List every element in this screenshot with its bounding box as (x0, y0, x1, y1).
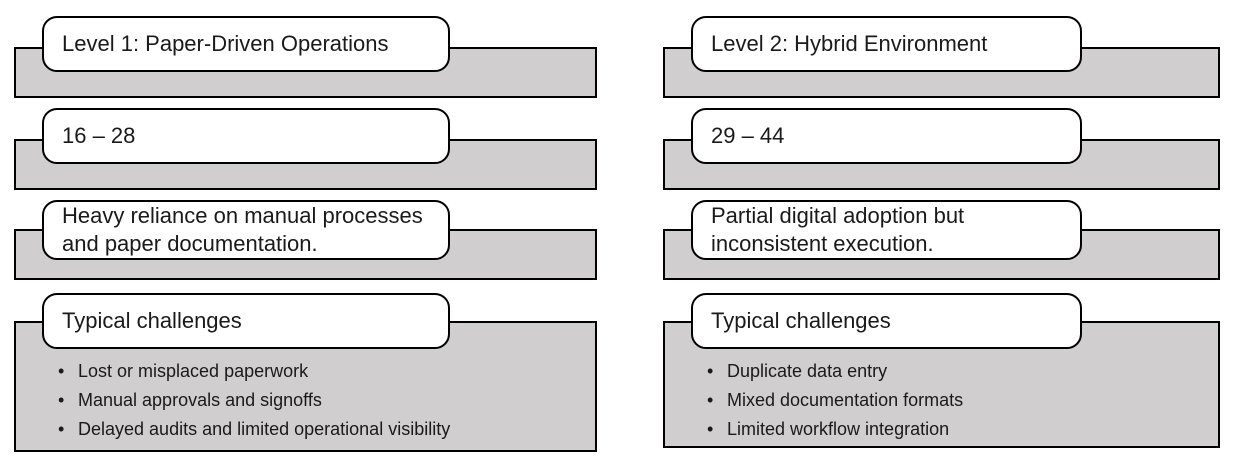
level-2-title-card: Level 2: Hybrid Environment (663, 16, 1220, 98)
bullet-icon: • (707, 390, 714, 410)
bullet-icon: • (58, 390, 65, 410)
challenge-text: Mixed documentation formats (727, 390, 964, 410)
level-2-range-card: 29 – 44 (663, 108, 1220, 190)
level-1-title-label: Level 1: Paper-Driven Operations (42, 16, 450, 72)
challenge-item: • Lost or misplaced paperwork (58, 357, 581, 386)
level-1-range-card: 16 – 28 (14, 108, 597, 190)
challenge-item: • Duplicate data entry (707, 357, 1204, 386)
challenge-item: • Manual approvals and signoffs (58, 386, 581, 415)
bullet-icon: • (707, 419, 714, 439)
level-2-challenges-list: • Duplicate data entry • Mixed documenta… (707, 357, 1204, 444)
level-1-description-label: Heavy reliance on manual processes and p… (42, 200, 450, 260)
level-2-score-range-label: 29 – 44 (691, 108, 1082, 164)
level-2-title-label: Level 2: Hybrid Environment (691, 16, 1082, 72)
level-1-description-card: Heavy reliance on manual processes and p… (14, 200, 597, 280)
level-1-challenges-list: • Lost or misplaced paperwork • Manual a… (58, 357, 581, 444)
level-2-description-label: Partial digital adoption but inconsisten… (691, 200, 1082, 260)
challenge-item: • Mixed documentation formats (707, 386, 1204, 415)
bullet-icon: • (707, 361, 714, 381)
challenge-text: Delayed audits and limited operational v… (78, 419, 451, 439)
level-1-challenges-card: Typical challenges • Lost or misplaced p… (14, 293, 597, 452)
challenge-text: Lost or misplaced paperwork (78, 361, 309, 381)
challenge-text: Duplicate data entry (727, 361, 888, 381)
level-2-challenges-card: Typical challenges • Duplicate data entr… (663, 293, 1220, 448)
challenge-item: • Delayed audits and limited operational… (58, 415, 581, 444)
level-1-score-range-label: 16 – 28 (42, 108, 450, 164)
challenge-item: • Limited workflow integration (707, 415, 1204, 444)
level-1-challenges-title-label: Typical challenges (42, 293, 450, 349)
bullet-icon: • (58, 419, 65, 439)
bullet-icon: • (58, 361, 65, 381)
level-1-title-card: Level 1: Paper-Driven Operations (14, 16, 597, 98)
challenge-text: Limited workflow integration (727, 419, 950, 439)
challenge-text: Manual approvals and signoffs (78, 390, 322, 410)
level-2-description-card: Partial digital adoption but inconsisten… (663, 200, 1220, 280)
level-2-challenges-title-label: Typical challenges (691, 293, 1082, 349)
